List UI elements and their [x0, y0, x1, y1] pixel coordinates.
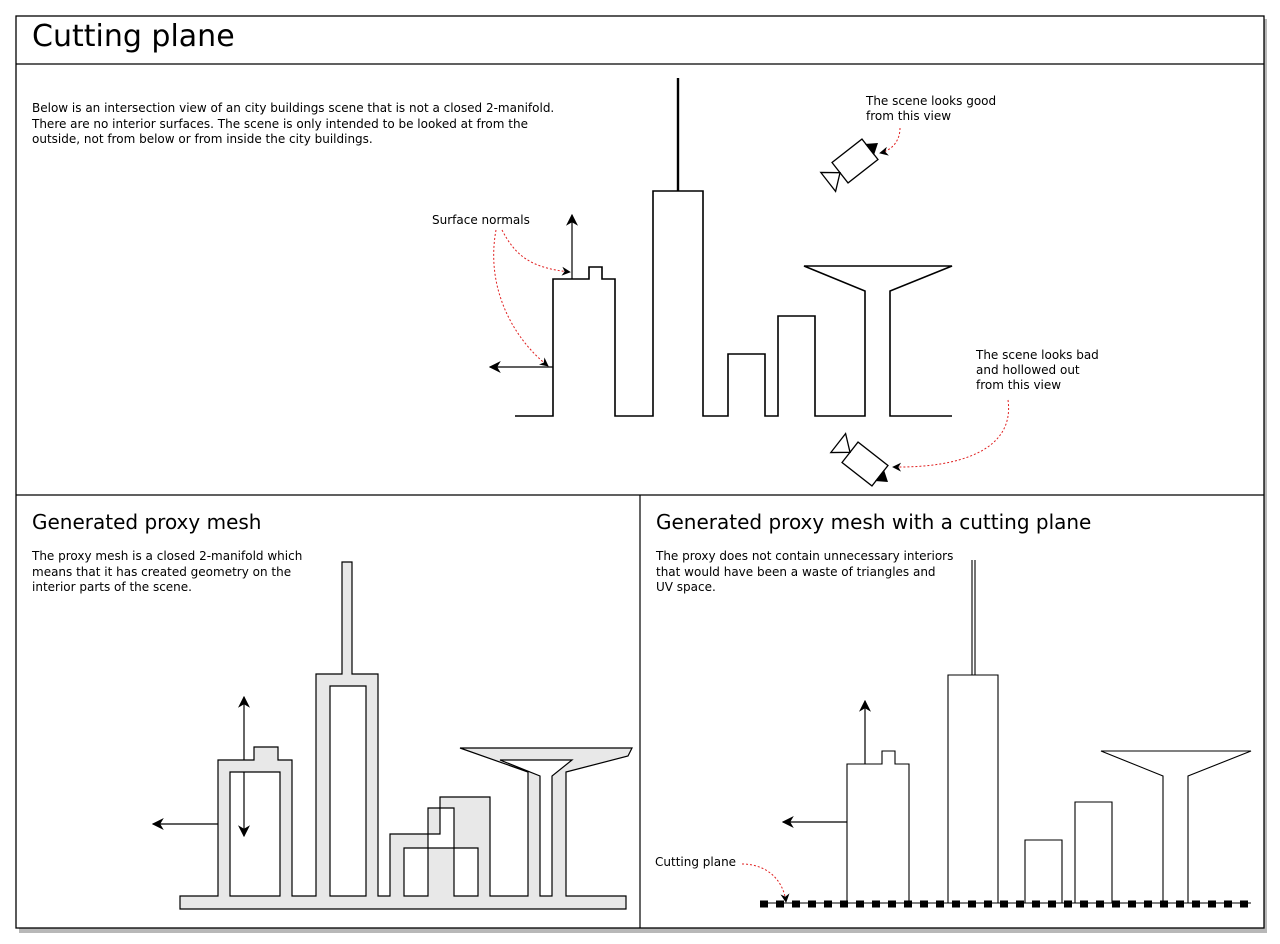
cutting-plane-description-line: that would have been a waste of triangle…: [656, 564, 936, 579]
bad-view-pointer: [892, 399, 1010, 472]
top-description-line: Below is an intersection view of an city…: [32, 101, 555, 115]
cutting-plane-description-line: UV space.: [656, 580, 716, 594]
cut-building-1: [846, 750, 910, 903]
top-description-line: There are no interior surfaces. The scen…: [32, 116, 528, 131]
bad-view-label-line: from this view: [976, 378, 1062, 392]
camera-bad-view-icon: [829, 432, 889, 487]
cutting-plane-label: Cutting plane: [655, 855, 737, 869]
good-view-label-line: from this view: [866, 109, 952, 123]
proxy-mesh-description: The proxy mesh is a closed 2-manifold wh…: [32, 549, 302, 596]
good-view-label: The scene looks good from this view: [866, 94, 996, 124]
top-skyline-outline: [515, 190, 953, 417]
bad-view-label: The scene looks bad and hollowed out fro…: [976, 348, 1099, 393]
cut-building-3: [1024, 839, 1063, 903]
good-view-pointer: [879, 127, 901, 156]
top-skyline: [515, 78, 953, 417]
proxy-mesh-description-line: interior parts of the scene.: [32, 580, 192, 594]
proxy-mesh-solid: [179, 561, 633, 910]
proxy-mesh: [179, 561, 633, 910]
top-description-line: outside, not from below or from inside t…: [32, 132, 373, 146]
bad-view-label-line: The scene looks bad: [976, 348, 1099, 362]
proxy-mesh-description-line: means that it has created geometry on th…: [32, 564, 292, 579]
camera-good-view-icon: [819, 138, 879, 193]
page-title: Cutting plane: [32, 19, 235, 54]
cut-building-4: [1074, 801, 1113, 903]
surface-normals-label: Surface normals: [432, 213, 530, 227]
good-view-label-line: The scene looks good: [866, 94, 997, 108]
surface-normals-pointer-1: [501, 229, 571, 276]
cut-building-5: [1100, 750, 1252, 903]
proxy-mesh-title: Generated proxy mesh: [32, 510, 262, 534]
top-description: Below is an intersection view of an city…: [32, 101, 554, 148]
cutting-plane-panel-description: The proxy does not contain unnecessary i…: [656, 549, 953, 596]
bad-view-label-line: and hollowed out: [976, 363, 1080, 377]
surface-normals-pointer-2: [493, 229, 549, 367]
cut-building-2: [947, 674, 999, 903]
cutting-plane-description-line: The proxy does not contain unnecessary i…: [656, 549, 954, 563]
cutting-plane-panel-title: Generated proxy mesh with a cutting plan…: [656, 510, 1092, 534]
proxy-mesh-description-line: The proxy mesh is a closed 2-manifold wh…: [32, 549, 303, 563]
cutting-plane-pointer: [741, 863, 790, 903]
